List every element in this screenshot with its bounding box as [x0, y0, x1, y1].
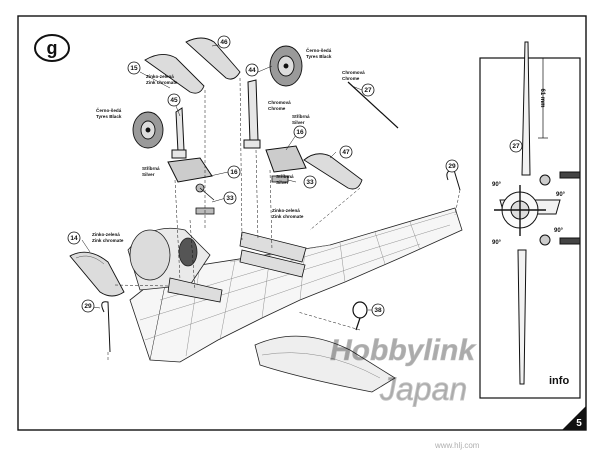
label-tyre-left-cz: Černo-šedá — [96, 107, 122, 113]
gear-door-46 — [185, 37, 241, 80]
part-number-29b: 29 — [448, 163, 456, 170]
front-view-aircraft — [494, 41, 581, 385]
label-chrome1-cz: Chromová — [268, 100, 291, 105]
wing — [127, 207, 463, 393]
label-silver1-en: Silver — [292, 120, 305, 125]
label-silver2-cz: Stříbrná — [142, 166, 160, 171]
label-chrome1-en: Chrome — [268, 106, 286, 111]
left-strut — [167, 107, 213, 183]
angle-1: 90° — [492, 182, 502, 188]
label-silver3-cz: Stříbrná — [276, 174, 294, 179]
part-number-46: 46 — [220, 39, 228, 46]
part-number-29a: 29 — [84, 303, 92, 310]
part-number-44: 44 — [248, 67, 256, 74]
label-zinc-left-cz: Zinko-zelená — [92, 232, 120, 237]
part-number-14: 14 — [70, 235, 78, 242]
part-numbers: 14 15 45 46 44 16 16 33 33 27 47 29 29 3… — [67, 35, 459, 317]
part-number-16a: 16 — [230, 169, 238, 176]
label-zinc-top-en: Zink chromate — [146, 80, 178, 85]
step-badge: g — [34, 34, 70, 62]
right-strut — [243, 79, 307, 173]
label-chrome2-cz: Chromová — [342, 70, 365, 75]
page-frame — [17, 15, 587, 431]
watermark-url: www.hlj.com — [434, 441, 480, 450]
wheel-44 — [269, 45, 303, 87]
part-number-33b: 33 — [306, 179, 314, 186]
label-silver1-cz: Stříbrná — [292, 114, 310, 119]
info-part-number-27: 27 — [512, 143, 520, 150]
angle-3: 90° — [492, 240, 502, 246]
part-number-47: 47 — [342, 149, 350, 156]
assembly-guide-lines — [107, 77, 461, 360]
label-tyre-right-cz: Černo-šedá — [306, 47, 332, 53]
label-zinc-left-en: Zink chromate — [92, 238, 124, 243]
dimension-line — [538, 57, 548, 139]
label-tyre-right-en: Tyres Black — [306, 54, 332, 59]
dimension-label: 61 mm — [539, 88, 545, 107]
label-silver3-en: Silver — [276, 180, 289, 185]
part-number-27: 27 — [364, 87, 372, 94]
colour-labels: Zinko-zelená Zink chromate Zinko-zelená … — [92, 47, 365, 243]
label-zinc-mid-en: Zink chromate — [272, 214, 304, 219]
part-number-16b: 16 — [296, 129, 304, 136]
info-label: info — [549, 375, 569, 387]
watermark: Hobbylink Japan www.hlj.com — [330, 334, 480, 450]
angle-2: 90° — [556, 192, 566, 198]
label-zinc-top-cz: Zinko-zelená — [146, 74, 174, 79]
page-number: 5 — [576, 418, 582, 429]
part-number-45: 45 — [170, 97, 178, 104]
small-part-16 — [195, 183, 215, 201]
step-letter: g — [47, 38, 58, 58]
part-number-38: 38 — [374, 307, 382, 314]
label-chrome2-en: Chrome — [342, 76, 360, 81]
part-number-33a: 33 — [226, 195, 234, 202]
part-38 — [352, 301, 368, 331]
part-number-15: 15 — [130, 65, 138, 72]
wheel-45 — [132, 111, 164, 149]
gear-door-47 — [303, 153, 363, 190]
label-tyre-left-en: Tyres Black — [96, 114, 122, 119]
gear-door-15 — [144, 54, 205, 94]
pitot-27 — [347, 81, 399, 129]
gear-door-14 — [69, 251, 125, 297]
angle-4: 90° — [554, 228, 564, 234]
watermark-country: Japan — [379, 371, 467, 407]
label-zinc-mid-cz: Zinko-zelená — [272, 208, 300, 213]
info-panel: 61 mm 27 90° 90° 90° 90° — [479, 41, 581, 399]
watermark-brand: Hobbylink — [330, 334, 476, 367]
label-silver2-en: Silver — [142, 172, 155, 177]
page-number-corner: 5 — [562, 406, 586, 430]
